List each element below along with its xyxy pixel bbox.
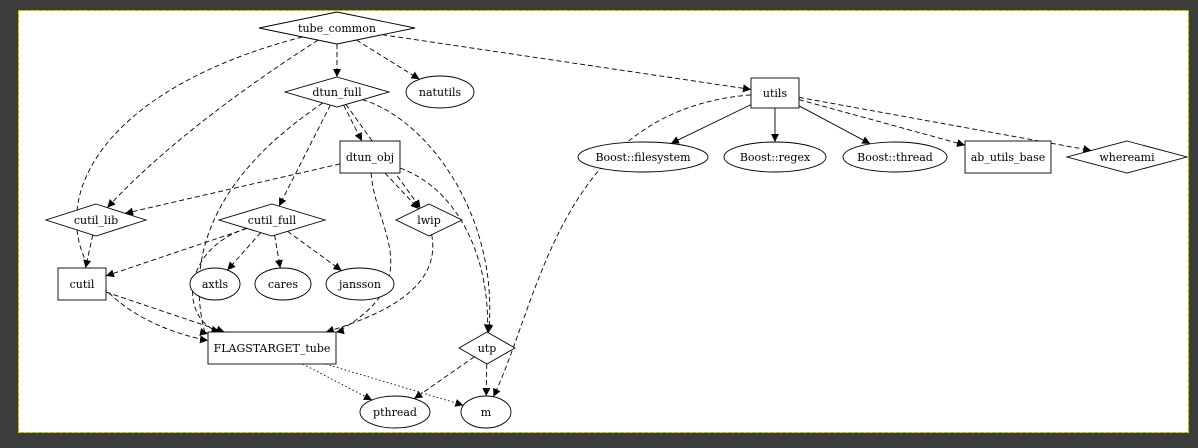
node-shape-diamond bbox=[258, 11, 416, 45]
node-whereami: whereami bbox=[1065, 140, 1189, 174]
node-boost_regex: Boost::regex bbox=[723, 141, 827, 173]
node-cares: cares bbox=[254, 267, 312, 301]
edge-dtun_full-to-flagstarget_tube bbox=[198, 102, 323, 336]
edge-utils-to-boost_thread bbox=[798, 105, 871, 145]
edge-dtun_obj-to-utp bbox=[399, 167, 492, 333]
node-shape-diamond bbox=[458, 331, 516, 365]
node-shape-diamond bbox=[394, 203, 464, 237]
edge-tube_common-to-cutil_lib bbox=[106, 39, 319, 208]
node-m: m bbox=[460, 395, 512, 429]
edge-utp-to-m bbox=[482, 363, 491, 397]
node-tube_common: tube_common bbox=[258, 11, 416, 45]
node-shape-ellipse bbox=[325, 267, 395, 301]
node-label: jansson bbox=[337, 278, 381, 291]
edge-flagstarget_tube-to-pthread bbox=[302, 363, 373, 401]
edge-dtun_obj-to-lwip bbox=[384, 172, 420, 210]
node-pthread: pthread bbox=[359, 395, 431, 429]
node-cutil_lib: cutil_lib bbox=[44, 203, 148, 237]
node-shape-ellipse bbox=[405, 75, 475, 109]
edge-cutil_full-to-jansson bbox=[287, 230, 342, 271]
edge-lwip-to-flagstarget_tube bbox=[325, 234, 434, 334]
edge-dtun_obj-to-cutil_lib bbox=[124, 163, 341, 216]
node-shape-diamond bbox=[44, 203, 148, 237]
edge-tube_common-to-flagstarget_tube bbox=[76, 36, 303, 344]
node-label: m bbox=[481, 406, 492, 419]
node-jansson: jansson bbox=[325, 267, 395, 301]
edge-utils-to-boost_filesystem bbox=[670, 104, 752, 144]
node-shape-diamond bbox=[283, 76, 391, 108]
edge-cutil_lib-to-cutil bbox=[83, 234, 94, 269]
node-label: whereami bbox=[1099, 151, 1155, 164]
node-shape-ellipse bbox=[460, 395, 512, 429]
node-label: dtun_obj bbox=[346, 151, 394, 164]
edge-utp-to-pthread bbox=[413, 356, 475, 399]
edge-utils-to-ab_utils_base bbox=[798, 99, 966, 147]
node-dtun_obj: dtun_obj bbox=[339, 140, 401, 174]
node-ab_utils_base: ab_utils_base bbox=[964, 140, 1052, 174]
node-axtls: axtls bbox=[189, 267, 241, 301]
edge-cutil_full-to-cutil bbox=[105, 228, 248, 278]
node-natutils: natutils bbox=[405, 75, 475, 109]
edge-cutil-to-flagstarget_tube bbox=[105, 291, 225, 334]
node-lwip: lwip bbox=[394, 203, 464, 237]
node-flagstarget_tube: FLAGSTARGET_tube bbox=[207, 331, 337, 365]
node-label: Boost::regex bbox=[740, 151, 811, 164]
node-dtun_full: dtun_full bbox=[283, 76, 391, 108]
node-label: axtls bbox=[202, 278, 229, 291]
node-label: cares bbox=[268, 278, 298, 291]
node-shape-diamond bbox=[217, 203, 327, 237]
node-shape-box bbox=[964, 140, 1052, 174]
node-utils: utils bbox=[750, 77, 800, 109]
node-label: lwip bbox=[417, 214, 441, 227]
node-shape-ellipse bbox=[842, 141, 948, 173]
node-label: tube_common bbox=[298, 22, 376, 35]
edge-dtun_obj-to-flagstarget_tube bbox=[335, 172, 392, 335]
edge-dtun_full-to-dtun_obj bbox=[343, 104, 363, 142]
nodes-layer: tube_common dtun_full natutils utils dtun_ob… bbox=[44, 11, 1189, 429]
node-shape-box bbox=[57, 267, 107, 301]
node-shape-ellipse bbox=[359, 395, 431, 429]
node-cutil_full: cutil_full bbox=[217, 203, 327, 237]
node-label: pthread bbox=[373, 406, 417, 419]
edge-tube_common-to-natutils bbox=[356, 39, 420, 80]
node-shape-ellipse bbox=[254, 267, 312, 301]
node-boost_thread: Boost::thread bbox=[842, 141, 948, 173]
graph-background bbox=[18, 10, 1189, 433]
node-shape-box bbox=[339, 140, 401, 174]
node-label: ab_utils_base bbox=[971, 151, 1046, 164]
node-utp: utp bbox=[458, 331, 516, 365]
edge-dtun_full-to-cutil_full bbox=[278, 104, 331, 207]
node-shape-diamond bbox=[1065, 140, 1189, 174]
node-label: Boost::thread bbox=[857, 151, 933, 164]
node-label: utp bbox=[478, 342, 497, 355]
edge-utils-to-whereami bbox=[798, 96, 1092, 154]
edge-tube_common-to-utils bbox=[382, 34, 752, 93]
node-shape-ellipse bbox=[723, 141, 827, 173]
node-boost_filesystem: Boost::filesystem bbox=[577, 141, 709, 173]
node-shape-ellipse bbox=[189, 267, 241, 301]
node-label: cutil bbox=[70, 278, 95, 291]
node-label: utils bbox=[763, 87, 788, 100]
edge-cutil_full-to-axtls bbox=[227, 232, 262, 271]
edge-cutil_full-to-cares bbox=[274, 235, 283, 269]
node-label: FLAGSTARGET_tube bbox=[214, 342, 331, 355]
node-shape-ellipse bbox=[577, 141, 709, 173]
node-label: cutil_lib bbox=[74, 214, 118, 227]
node-shape-box bbox=[750, 77, 800, 109]
node-cutil: cutil bbox=[57, 267, 107, 301]
node-label: Boost::filesystem bbox=[595, 151, 691, 164]
edge-utils-to-m bbox=[492, 94, 752, 397]
node-label: cutil_full bbox=[248, 214, 297, 227]
node-label: natutils bbox=[419, 86, 462, 99]
edges-layer bbox=[76, 34, 1092, 407]
edge-dtun_full-to-lwip bbox=[345, 104, 421, 209]
edge-dtun_full-to-utp bbox=[362, 99, 494, 333]
node-shape-box bbox=[207, 331, 337, 365]
node-label: dtun_full bbox=[312, 86, 362, 99]
